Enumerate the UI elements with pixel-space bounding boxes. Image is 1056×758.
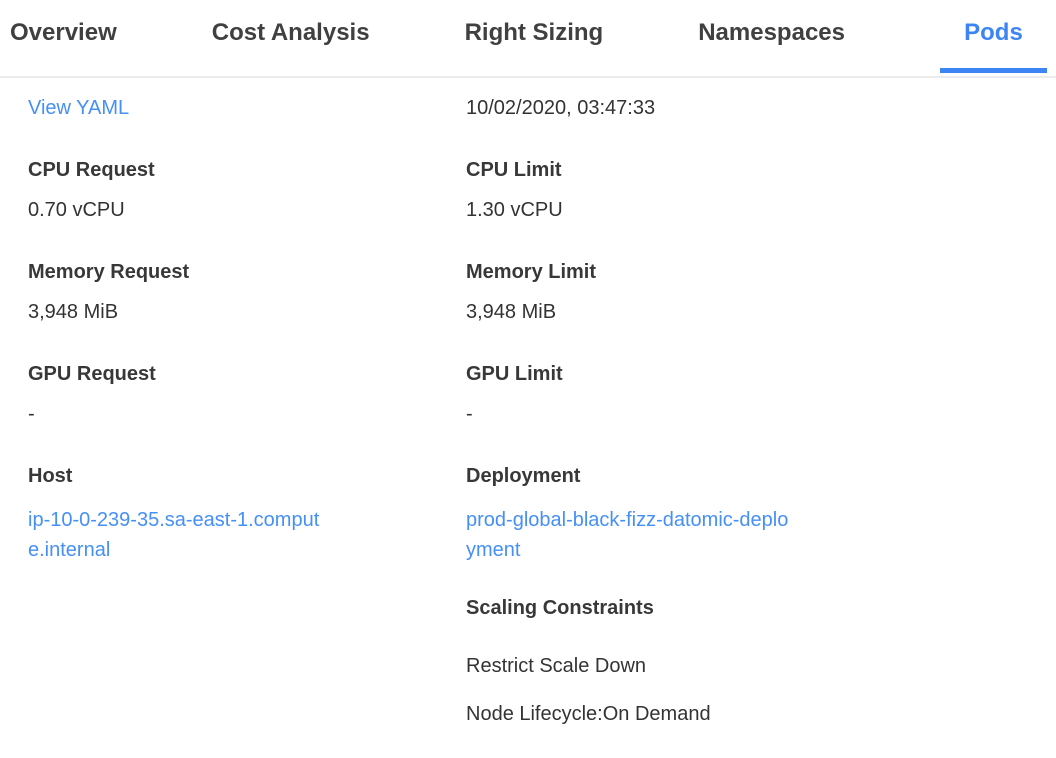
cpu-limit-value: 1.30 vCPU [466, 199, 563, 221]
deployment-link[interactable]: prod-global-black-fizz-datomic-deploymen… [466, 509, 789, 561]
pod-details-panel: View YAML CPU Request 0.70 vCPU Memory R… [0, 78, 1056, 726]
details-right-column: 10/02/2020, 03:47:33 CPU Limit 1.30 vCPU… [466, 97, 1026, 726]
view-yaml-link[interactable]: View YAML [28, 97, 130, 119]
scaling-constraint-item: Restrict Scale Down [466, 655, 647, 677]
field-deployment: Deployment prod-global-black-fizz-datomi… [466, 465, 1026, 565]
field-memory-request: Memory Request 3,948 MiB [28, 261, 466, 324]
field-host: Host ip-10-0-239-35.sa-east-1.compute.in… [28, 465, 466, 565]
memory-request-value: 3,948 MiB [28, 301, 119, 323]
gpu-request-value: - [28, 403, 35, 425]
cpu-limit-label: CPU Limit [466, 159, 562, 181]
tab-overview[interactable]: Overview [10, 19, 117, 46]
gpu-limit-value: - [466, 403, 473, 425]
gpu-request-label: GPU Request [28, 363, 156, 385]
timestamp: 10/02/2020, 03:47:33 [466, 97, 656, 119]
host-link[interactable]: ip-10-0-239-35.sa-east-1.compute.interna… [28, 509, 320, 561]
cpu-request-label: CPU Request [28, 159, 155, 181]
tab-pods[interactable]: Pods [939, 19, 1048, 73]
gpu-limit-label: GPU Limit [466, 363, 563, 385]
memory-limit-label: Memory Limit [466, 261, 597, 283]
field-cpu-request: CPU Request 0.70 vCPU [28, 159, 466, 222]
tab-bar: Overview Cost Analysis Right Sizing Name… [0, 0, 1056, 78]
field-scaling-constraints: Scaling Constraints Restrict Scale Down … [466, 597, 1026, 726]
memory-request-label: Memory Request [28, 261, 190, 283]
field-cpu-limit: CPU Limit 1.30 vCPU [466, 159, 1026, 222]
tab-namespaces[interactable]: Namespaces [698, 19, 845, 46]
field-gpu-limit: GPU Limit - [466, 363, 1026, 426]
scaling-constraints-label: Scaling Constraints [466, 597, 654, 619]
deployment-label: Deployment [466, 465, 581, 487]
tab-right-sizing[interactable]: Right Sizing [464, 19, 604, 46]
host-label: Host [28, 465, 73, 487]
field-gpu-request: GPU Request - [28, 363, 466, 426]
field-memory-limit: Memory Limit 3,948 MiB [466, 261, 1026, 324]
tab-cost-analysis[interactable]: Cost Analysis [211, 19, 370, 46]
cpu-request-value: 0.70 vCPU [28, 199, 125, 221]
details-left-column: View YAML CPU Request 0.70 vCPU Memory R… [28, 97, 466, 726]
scaling-constraint-item: Node Lifecycle:On Demand [466, 703, 711, 725]
memory-limit-value: 3,948 MiB [466, 301, 557, 323]
